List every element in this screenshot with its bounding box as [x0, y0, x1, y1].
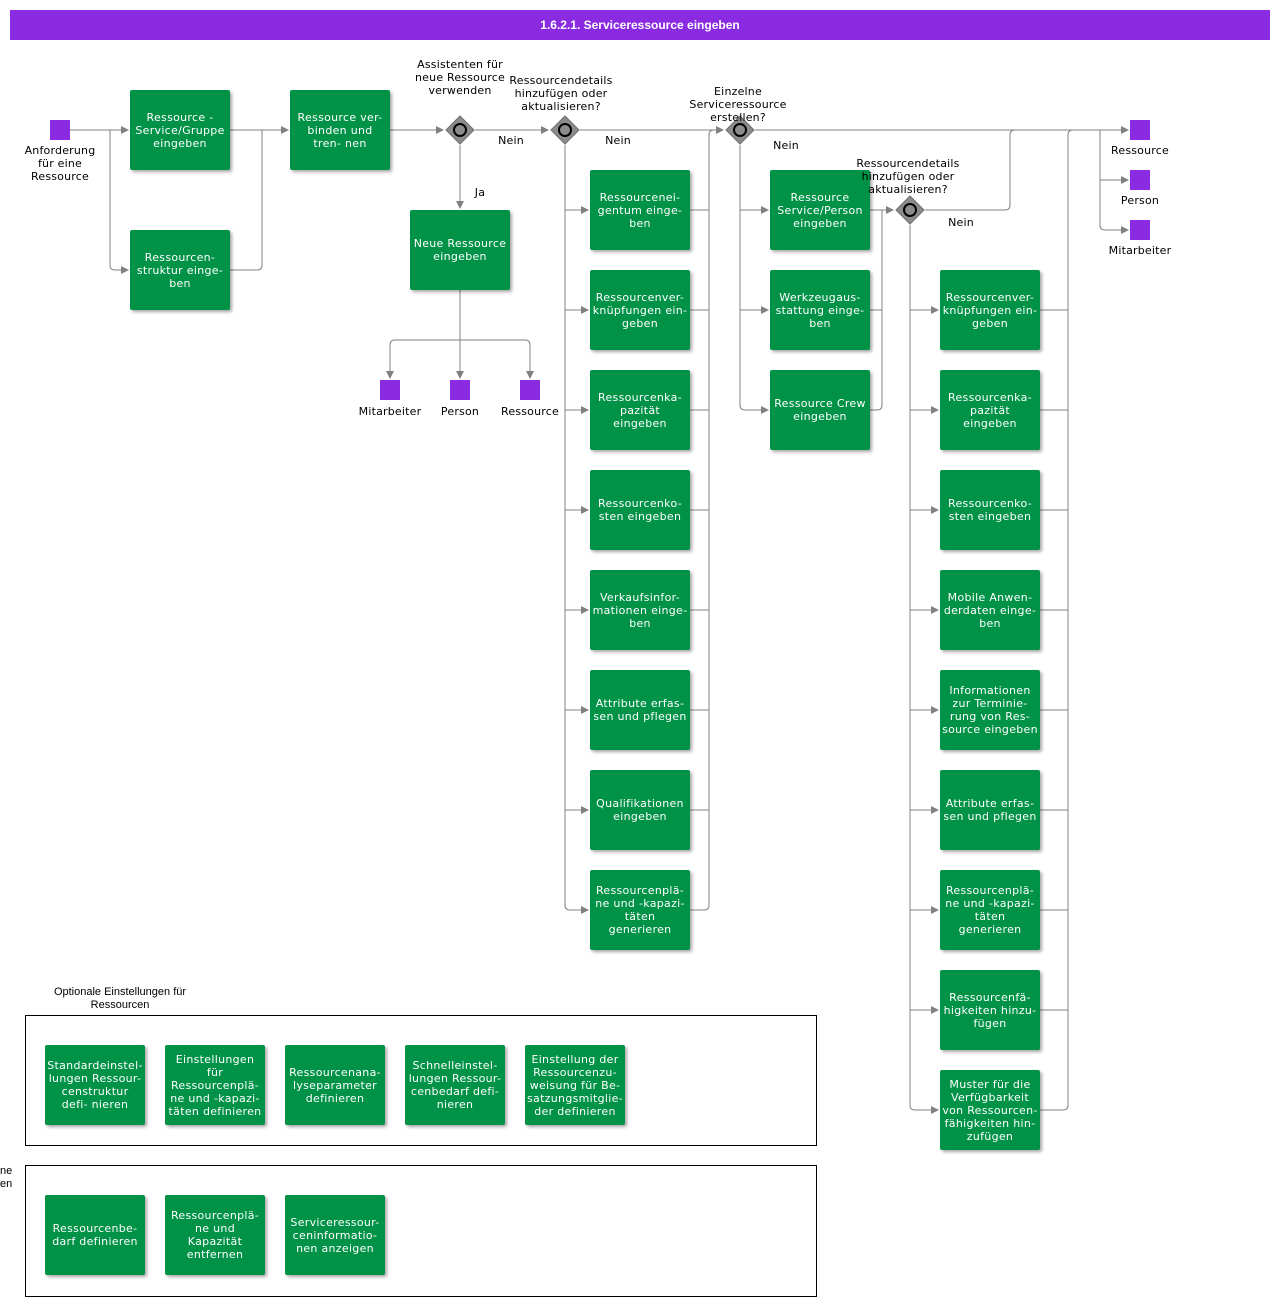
group-optional-title: Optionale Einstellungen für Ressourcen [53, 986, 187, 1011]
task-col-c-7[interactable]: Ressourcenplä- ne und -kapazi- täten gen… [940, 870, 1040, 950]
task-optional-5[interactable]: Einstellung der Ressourcenzu- weisung fü… [525, 1045, 625, 1125]
task-optional-3[interactable]: Ressourcenana- lyseparameter definieren [285, 1045, 385, 1125]
task-col-c-1[interactable]: Ressourcenver- knüpfungen ein- geben [940, 270, 1040, 350]
task-optional-2[interactable]: Einstellungen für Ressourcenplä- ne und … [165, 1045, 265, 1125]
task-second-2[interactable]: Ressourcenplä- ne und Kapazität entferne… [165, 1195, 265, 1275]
event-mitarbeiter-label: Mitarbeiter [358, 405, 422, 418]
task-ressourcenstruktur[interactable]: Ressourcen- struktur einge- ben [130, 230, 230, 310]
task-col-a-1[interactable]: Ressourcenei- gentum einge- ben [590, 170, 690, 250]
flow-label-nein-1: Nein [498, 134, 524, 147]
group-second-title-line1: ne [0, 1165, 13, 1177]
end-event-mitarbeiter[interactable] [1130, 220, 1150, 240]
task-col-c-5[interactable]: Informationen zur Terminie- rung von Res… [940, 670, 1040, 750]
task-ressource-verbinden[interactable]: Ressource ver- binden und tren- nen [290, 90, 390, 170]
gateway-4-label: Ressourcendetails hinzufügen oder aktual… [856, 157, 960, 196]
event-mitarbeiter[interactable] [380, 380, 400, 400]
gateway-1[interactable] [445, 115, 475, 145]
task-col-a-4[interactable]: Ressourcenko- sten eingeben [590, 470, 690, 550]
end-event-person-label: Person [1120, 194, 1160, 207]
end-event-mitarbeiter-label: Mitarbeiter [1108, 244, 1172, 257]
task-ressource-service-gruppe[interactable]: Ressource - Service/Gruppe eingeben [130, 90, 230, 170]
gateway-2-label: Ressourcendetails hinzufügen oder aktual… [509, 74, 613, 113]
event-person[interactable] [450, 380, 470, 400]
gateway-1-label: Assistenten für neue Ressource verwenden [415, 58, 505, 97]
task-col-b-1[interactable]: Ressource Service/Person eingeben [770, 170, 870, 250]
task-col-c-8[interactable]: Ressourcenfä- higkeiten hinzu- fügen [940, 970, 1040, 1050]
end-event-person[interactable] [1130, 170, 1150, 190]
group-second-title-line2: en [0, 1178, 13, 1190]
gateway-4[interactable] [895, 195, 925, 225]
group-second-frame [25, 1165, 817, 1297]
task-optional-1[interactable]: Standardeinstel- lungen Ressour- censtru… [45, 1045, 145, 1125]
flow-label-nein-3: Nein [773, 139, 799, 152]
gateway-2[interactable] [550, 115, 580, 145]
task-col-c-9[interactable]: Muster für die Verfügbarkeit von Ressour… [940, 1070, 1040, 1150]
task-col-b-3[interactable]: Ressource Crew eingeben [770, 370, 870, 450]
diagram-title: 1.6.2.1. Serviceressource eingeben [10, 10, 1270, 40]
end-event-ressource-label: Ressource [1111, 144, 1169, 157]
event-ressource-label: Ressource [501, 405, 559, 418]
end-event-ressource[interactable] [1130, 120, 1150, 140]
event-ressource[interactable] [520, 380, 540, 400]
gateway-3[interactable] [725, 115, 755, 145]
task-col-a-6[interactable]: Attribute erfas- sen und pflegen [590, 670, 690, 750]
task-optional-4[interactable]: Schnelleinstel- lungen Ressour- cenbedar… [405, 1045, 505, 1125]
flow-label-ja: Ja [474, 186, 486, 199]
task-col-c-3[interactable]: Ressourcenko- sten eingeben [940, 470, 1040, 550]
task-col-c-2[interactable]: Ressourcenka- pazität eingeben [940, 370, 1040, 450]
start-event[interactable] [50, 120, 70, 140]
start-event-label: Anforderung für eine Ressource [24, 144, 96, 183]
task-second-3[interactable]: Serviceressour- ceninformatio- nen anzei… [285, 1195, 385, 1275]
flow-label-nein-4: Nein [948, 216, 974, 229]
task-col-a-7[interactable]: Qualifikationen eingeben [590, 770, 690, 850]
task-col-a-3[interactable]: Ressourcenka- pazität eingeben [590, 370, 690, 450]
task-col-b-2[interactable]: Werkzeugaus- stattung einge- ben [770, 270, 870, 350]
task-col-a-5[interactable]: Verkaufsinfor- mationen einge- ben [590, 570, 690, 650]
task-col-a-8[interactable]: Ressourcenplä- ne und -kapazi- täten gen… [590, 870, 690, 950]
task-second-1[interactable]: Ressourcenbe- darf definieren [45, 1195, 145, 1275]
task-col-c-6[interactable]: Attribute erfas- sen und pflegen [940, 770, 1040, 850]
task-col-c-4[interactable]: Mobile Anwen- derdaten einge- ben [940, 570, 1040, 650]
task-col-a-2[interactable]: Ressourcenver- knüpfungen ein- geben [590, 270, 690, 350]
flow-label-nein-2: Nein [605, 134, 631, 147]
event-person-label: Person [440, 405, 480, 418]
gateway-3-label: Einzelne Serviceressource erstellen? [689, 85, 787, 124]
task-neue-ressource[interactable]: Neue Ressource eingeben [410, 210, 510, 290]
